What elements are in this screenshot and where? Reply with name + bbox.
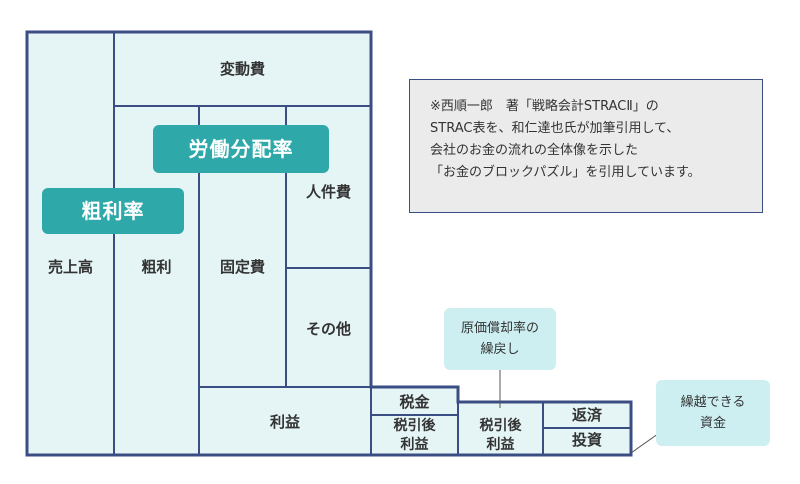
label-investment: 投資 <box>571 431 602 449</box>
callout-carry-over-line1: 繰越できる <box>680 395 746 410</box>
label-gross-profit: 粗利 <box>141 258 172 276</box>
callout-carry-over-line2: 資金 <box>699 416 726 431</box>
note-line2: STRAC表を、和仁達也氏が加筆引用して、 <box>430 121 680 136</box>
source-note: ※西順一郎 著「戦略会計STRACⅡ」の STRAC表を、和仁達也氏が加筆引用し… <box>409 79 763 213</box>
after-tax2-line2: 利益 <box>486 437 515 453</box>
callout-depreciation: 原価償却率の 繰戻し <box>444 308 556 370</box>
label-sales: 売上高 <box>47 258 93 276</box>
after-tax2-line1: 税引後 <box>479 418 522 434</box>
note-line1: ※西順一郎 著「戦略会計STRACⅡ」の <box>430 99 659 114</box>
note-line4: 「お金のブロックパズル」を引用しています。 <box>430 165 701 180</box>
label-tax: 税金 <box>399 393 430 411</box>
label-after-tax-profit: 税引後 利益 <box>371 417 458 455</box>
after-tax-line1: 税引後 <box>393 418 436 434</box>
label-other: その他 <box>305 320 351 338</box>
badge-labor-share: 労働分配率 <box>153 125 329 173</box>
label-personnel: 人件費 <box>305 183 351 201</box>
label-fixed-cost: 固定費 <box>219 258 265 276</box>
callout-carry-over: 繰越できる 資金 <box>656 380 770 446</box>
note-line3: 会社のお金の流れの全体像を示した <box>430 143 639 158</box>
label-variable-cost: 変動費 <box>219 60 265 78</box>
label-profit: 利益 <box>269 413 300 431</box>
badge-gross-margin: 粗利率 <box>42 188 184 234</box>
after-tax-line2: 利益 <box>400 437 429 453</box>
label-repayment: 返済 <box>571 406 602 424</box>
callout-depreciation-line2: 繰戻し <box>480 342 520 357</box>
label-after-tax-profit-2: 税引後 利益 <box>458 417 543 455</box>
callout-depreciation-line1: 原価償却率の <box>460 321 539 336</box>
